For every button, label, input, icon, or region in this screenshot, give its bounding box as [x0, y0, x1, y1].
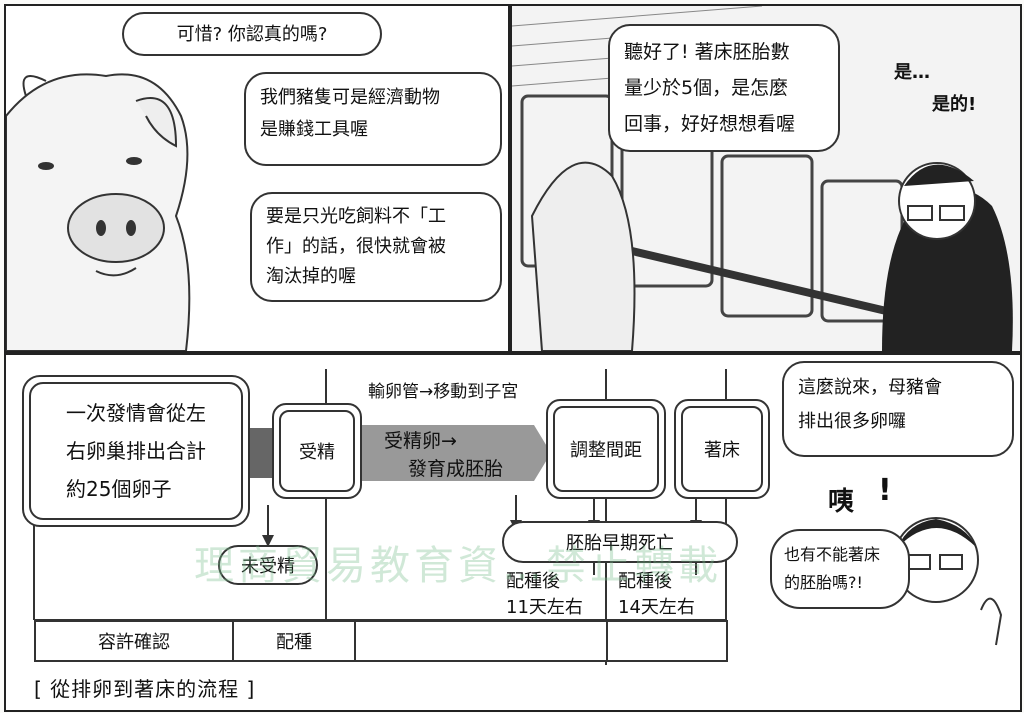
speech-line: 淘汰掉的喔 — [266, 266, 356, 287]
speech-bubble-low: 要是只光吃飼料不「工 作」的話，很快就會被 淘汰掉的喔 — [250, 192, 502, 302]
exclaim-text: 咦 — [828, 487, 855, 517]
start-line: 右卵巢排出合計 — [66, 439, 206, 463]
reply-text-1: 是… — [894, 62, 930, 83]
speech-bubble-top: 可惜? 你認真的嗎? — [122, 12, 382, 56]
speech-line: 排出很多卵囉 — [798, 411, 906, 432]
panel-farm: 聽好了! 著床胚胎數 量少於5個，是怎麼 回事，好好想想看喔 是… 是的! — [510, 4, 1022, 353]
flow-top-label: 輸卵管→移動到子宮 — [368, 382, 519, 402]
speech-line: 的胚胎嗎?! — [784, 573, 863, 592]
speech-line: 要是只光吃飼料不「工 — [266, 206, 446, 227]
day14-label: 配種後 14天左右 — [618, 569, 695, 621]
speech-bubble-question: 也有不能著床 的胚胎嗎?! — [770, 529, 910, 609]
watermark: 理商貿易教育資…禁止轉載 — [194, 543, 722, 589]
exclaim-mark: ! — [878, 473, 892, 508]
start-line: 約25個卵子 — [66, 477, 172, 501]
speech-line: 是賺錢工具喔 — [260, 119, 368, 140]
speech-line: 聽好了! 著床胚胎數 — [624, 41, 790, 63]
fertilize-box: 受精 — [272, 403, 362, 499]
implant-box: 著床 — [674, 399, 770, 499]
pig-illustration — [6, 73, 191, 351]
speech-line: 作」的話，很快就會被 — [266, 236, 446, 257]
day-line: 14天左右 — [618, 597, 695, 618]
implant-label: 著床 — [704, 440, 740, 461]
embryo-line: 受精卵→ — [384, 430, 457, 452]
row-confirm-cell: 容許確認 — [34, 620, 234, 662]
row-mating-label: 配種 — [276, 632, 312, 653]
speech-bubble-mid: 我們豬隻可是經濟動物 是賺錢工具喔 — [244, 72, 502, 166]
spacing-label: 調整間距 — [570, 440, 642, 461]
panel-pig: 可惜? 你認真的嗎? 我們豬隻可是經濟動物 是賺錢工具喔 要是只光吃飼料不「工 … — [4, 4, 510, 353]
speech-line: 回事，好好想想看喔 — [624, 113, 796, 135]
panel-flow: 輸卵管→移動到子宮 一次發情會從左 右卵巢排出合計 約25個卵子 受精 未受精 … — [4, 353, 1022, 712]
unfertilized-pill: 未受精 — [218, 545, 318, 585]
embryo-line: 發育成胚胎 — [408, 458, 504, 480]
spacing-box: 調整間距 — [546, 399, 666, 499]
day11-label: 配種後 11天左右 — [506, 569, 583, 621]
row-empty-cell-2 — [606, 620, 728, 662]
speech-bubble-sow: 這麼說來，母豬會 排出很多卵囉 — [782, 361, 1014, 457]
flow-caption: [ 從排卵到著床的流程 ] — [34, 677, 256, 701]
speech-line: 也有不能著床 — [784, 545, 881, 564]
day-line: 11天左右 — [506, 597, 583, 618]
speech-line: 量少於5個，是怎麼 — [624, 77, 789, 99]
speech-line: 這麼說來，母豬會 — [798, 377, 942, 398]
speech-line: 我們豬隻可是經濟動物 — [260, 87, 440, 108]
man-illustration — [893, 517, 1003, 646]
day-line: 配種後 — [618, 571, 672, 592]
early-death-label: 胚胎早期死亡 — [566, 533, 674, 554]
start-line: 一次發情會從左 — [66, 401, 206, 425]
speech-text: 可惜? 你認真的嗎? — [176, 24, 328, 45]
row-empty-cell-1 — [354, 620, 608, 662]
speech-bubble-coach: 聽好了! 著床胚胎數 量少於5個，是怎麼 回事，好好想想看喔 — [608, 24, 840, 152]
early-death-pill: 胚胎早期死亡 — [502, 521, 738, 563]
day-line: 配種後 — [506, 571, 560, 592]
row-mating-cell: 配種 — [232, 620, 356, 662]
row-confirm-label: 容許確認 — [98, 632, 170, 653]
unfertilized-label: 未受精 — [241, 556, 295, 577]
reply-text-2: 是的! — [932, 94, 977, 115]
embryo-step: 受精卵→ 發育成胚胎 — [384, 427, 503, 483]
start-box: 一次發情會從左 右卵巢排出合計 約25個卵子 — [22, 375, 250, 527]
fertilize-label: 受精 — [299, 442, 335, 463]
